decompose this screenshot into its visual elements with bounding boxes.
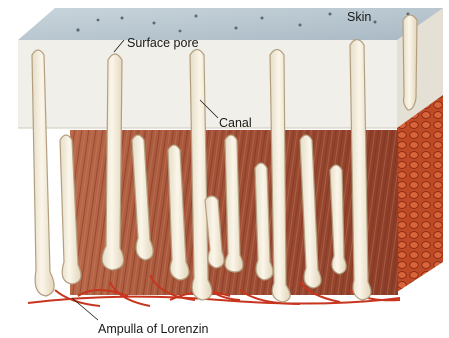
skin-top-surface: [18, 8, 443, 40]
skin-label: Skin: [347, 10, 371, 24]
canal-tube: [403, 15, 417, 110]
ampulla-label: Ampulla of Lorenzin: [98, 322, 209, 336]
ampulla-leader: [72, 298, 98, 320]
skin-front-face: [18, 40, 397, 128]
canal-label: Canal: [219, 116, 252, 130]
surface-pore-label: Surface pore: [127, 36, 199, 50]
